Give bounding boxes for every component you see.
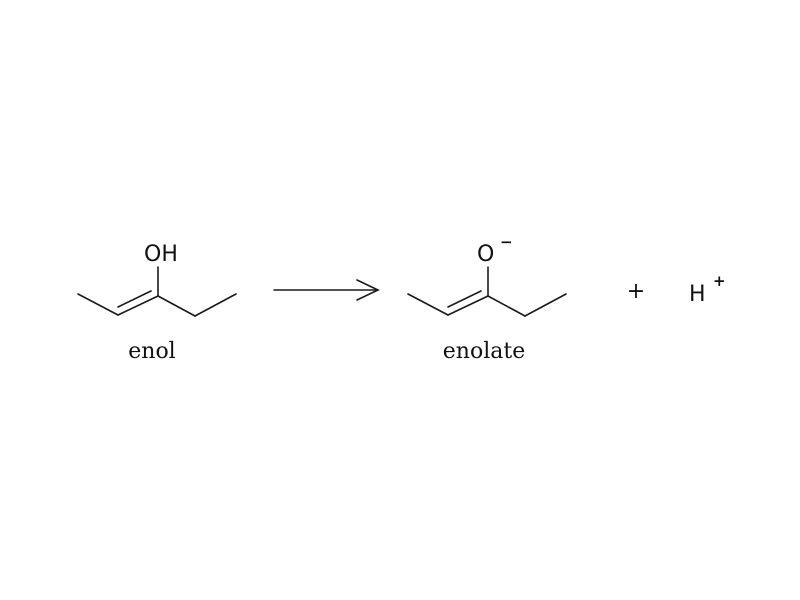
bond-c3-c4 bbox=[157, 295, 196, 317]
bond-c1-c2 bbox=[407, 293, 449, 316]
enol-label: enol bbox=[128, 339, 175, 364]
bond-c1-c2 bbox=[77, 293, 119, 316]
arrow-head-icon bbox=[356, 279, 380, 301]
positive-charge: + bbox=[713, 272, 726, 290]
enol-structure: OH enol bbox=[77, 242, 237, 364]
proton: H + bbox=[689, 272, 726, 307]
hydroxyl-label: OH bbox=[144, 242, 178, 267]
bond-c4-c5 bbox=[194, 293, 237, 317]
bond-c2-c3 bbox=[117, 295, 159, 316]
bond-c2-c3 bbox=[447, 295, 489, 316]
bond-c3-c4 bbox=[487, 295, 526, 317]
bond-c4-c5 bbox=[524, 293, 567, 317]
bond-c2-c3-double bbox=[117, 290, 152, 308]
enolate-label: enolate bbox=[443, 339, 525, 364]
negative-charge: − bbox=[500, 233, 513, 251]
proton-label: H bbox=[689, 282, 706, 307]
bond-c2-c3-double bbox=[447, 290, 482, 308]
oxygen-label: O bbox=[477, 242, 494, 267]
plus-sign: + bbox=[627, 279, 645, 304]
enolate-structure: O − enolate bbox=[407, 233, 567, 364]
reaction-arrow bbox=[273, 279, 380, 301]
